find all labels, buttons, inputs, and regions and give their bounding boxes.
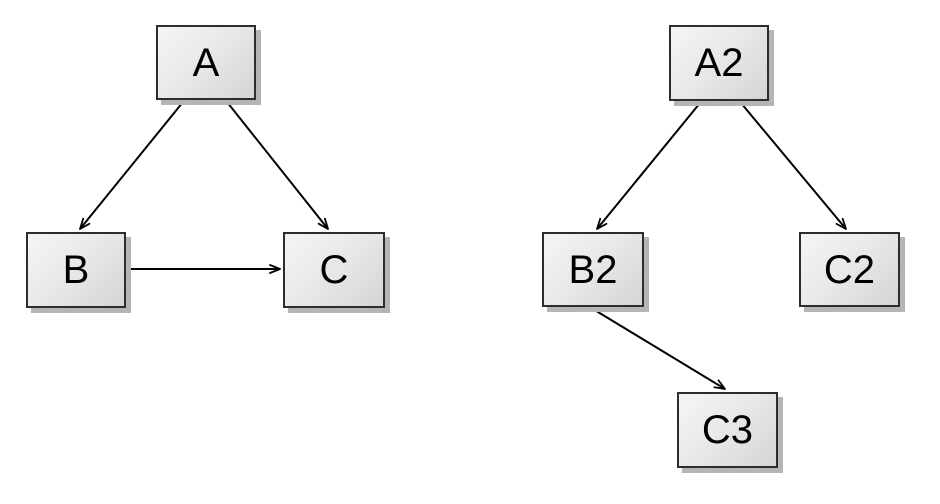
node-B[interactable]: B	[26, 232, 126, 308]
node-label-C: C	[319, 248, 349, 292]
edge-B2-C3[interactable]	[592, 308, 726, 390]
node-A[interactable]: A	[156, 25, 256, 100]
edge-A2-C2[interactable]	[740, 102, 847, 230]
edge-group	[79, 101, 847, 390]
node-label-B: B	[62, 248, 90, 292]
node-label-A: A	[192, 40, 220, 85]
edge-A2-B2[interactable]	[596, 102, 701, 230]
node-A2[interactable]: A2	[669, 25, 769, 101]
node-label-C2: C2	[823, 247, 876, 292]
node-label-A2: A2	[694, 41, 744, 85]
node-C2[interactable]: C2	[799, 232, 900, 307]
node-C[interactable]: C	[283, 232, 385, 308]
node-label-C3: C3	[701, 408, 754, 452]
node-C3[interactable]: C3	[677, 392, 778, 468]
node-label-B2: B2	[568, 247, 618, 292]
edge-A-C[interactable]	[226, 101, 329, 230]
edge-A-B[interactable]	[79, 101, 184, 230]
node-B2[interactable]: B2	[542, 232, 644, 307]
